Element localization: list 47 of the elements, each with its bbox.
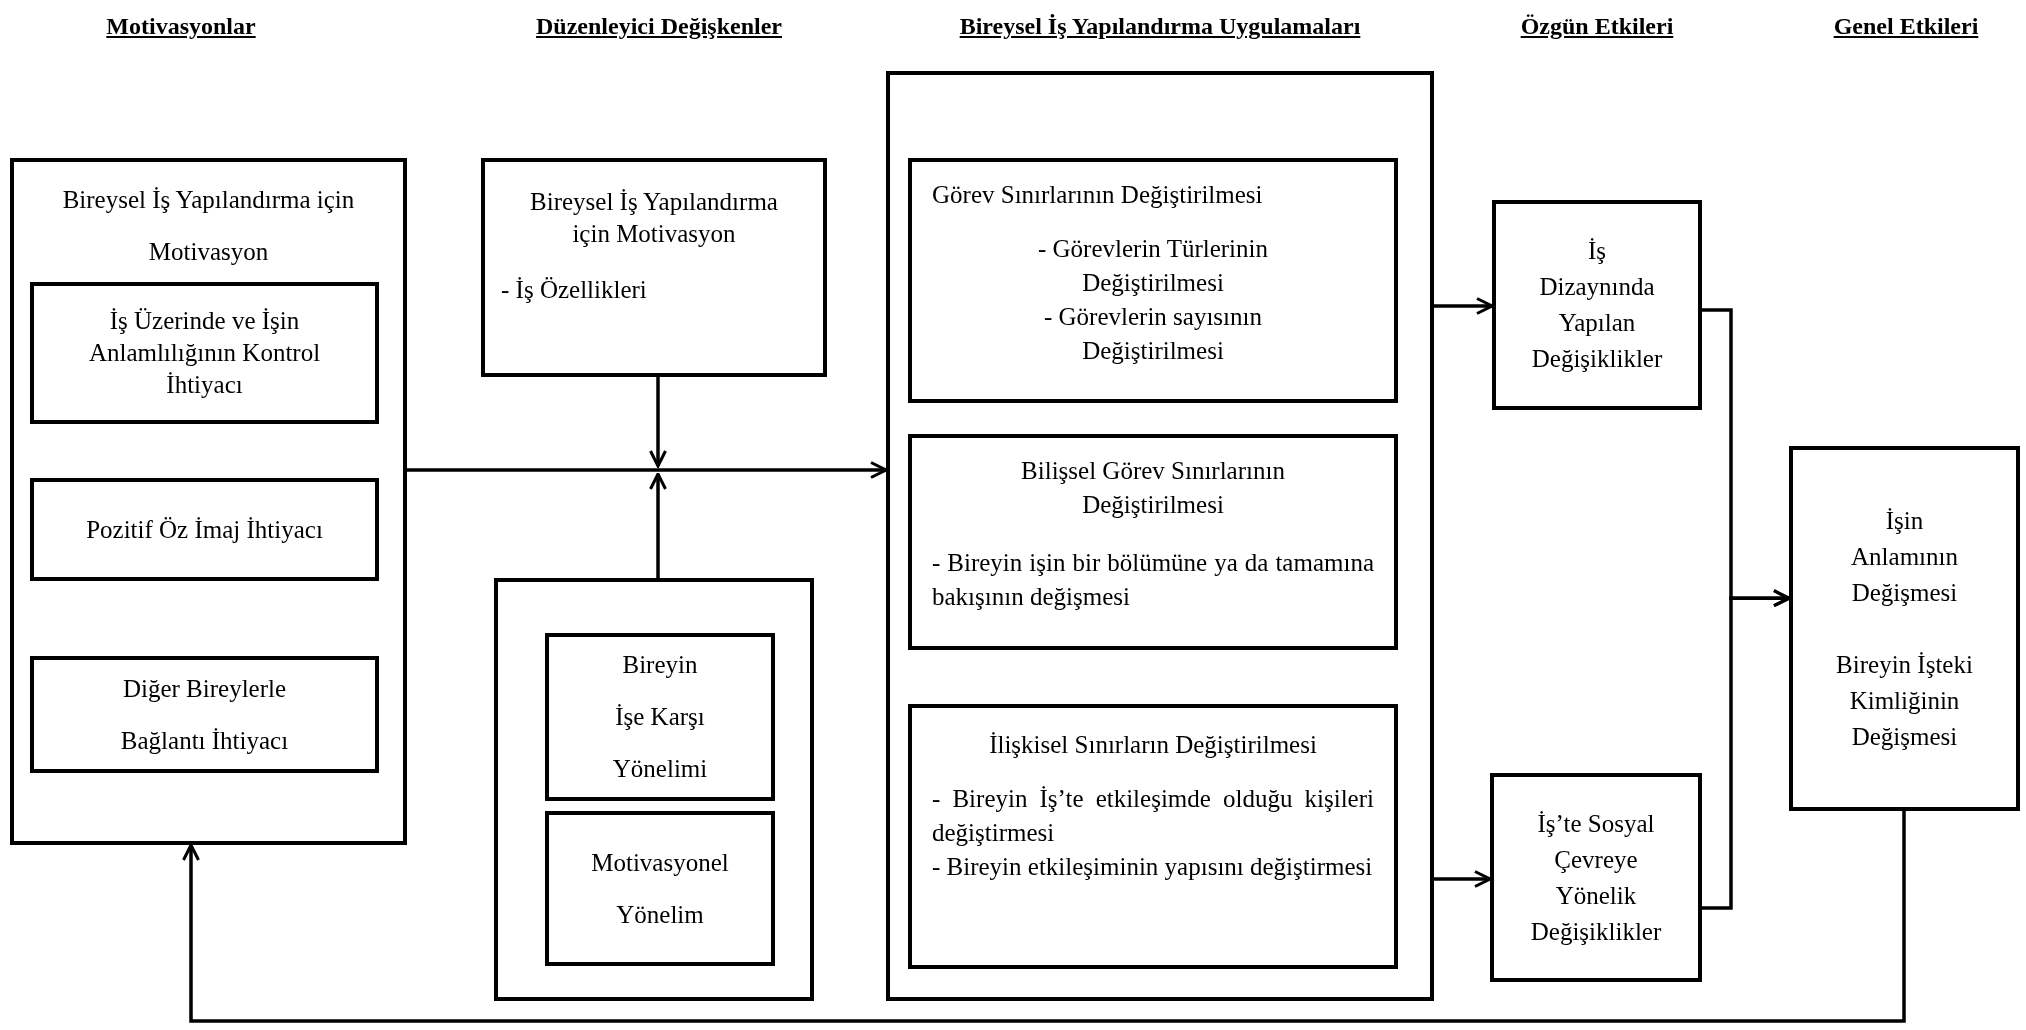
text-box bbox=[545, 633, 775, 801]
arrow bbox=[649, 472, 667, 578]
box-text: - İş Özellikleri bbox=[501, 275, 648, 305]
box-title: İş’te Sosyal Çevreye Yönelik Değişiklikler bbox=[1529, 808, 1663, 947]
box-title: Bilişsel Görev Sınırlarının Değiştirilmesi bbox=[1020, 456, 1286, 520]
text-box bbox=[481, 158, 827, 377]
text-box bbox=[908, 704, 1398, 969]
group-box bbox=[886, 71, 1434, 1001]
box-title: İş Üzerinde ve İşin Anlamlılığının Kontrol İhtiyacı bbox=[87, 306, 322, 400]
text-box bbox=[30, 478, 379, 581]
box-title: Pozitif Öz İmaj İhtiyacı bbox=[85, 514, 324, 545]
box-text: - Görevlerin Türlerinin Değiştirilmesi bbox=[1037, 234, 1269, 298]
text-box bbox=[30, 656, 379, 773]
box-text: - Görevlerin sayısının Değiştirilmesi bbox=[1043, 302, 1263, 366]
text-box bbox=[30, 282, 379, 424]
box-title: İlişkisel Sınırların Değiştirilmesi bbox=[988, 730, 1318, 760]
arrow bbox=[182, 811, 1906, 1023]
box-title: Diğer Bireylerle Bağlantı İhtiyacı bbox=[119, 673, 290, 756]
column-heading: Genel Etkileri bbox=[1833, 12, 1979, 41]
box-title: Bireysel İş Yapılandırma için Motivasyon bbox=[529, 187, 779, 249]
text-box bbox=[1789, 446, 2020, 811]
text-box bbox=[1490, 773, 1702, 982]
column-heading: Özgün Etkileri bbox=[1520, 12, 1674, 41]
group-box bbox=[494, 578, 814, 1001]
arrow bbox=[1434, 870, 1492, 888]
text-box bbox=[908, 158, 1398, 403]
box-title: Görev Sınırlarının Değiştirilmesi bbox=[932, 180, 1264, 210]
column-heading: Bireysel İş Yapılandırma Uygulamaları bbox=[959, 12, 1361, 41]
column-heading: Motivasyonlar bbox=[106, 12, 256, 41]
box-text: - Bireyin işin bir bölümüne ya da tamamına bakışının değişmesi bbox=[932, 548, 1374, 612]
box-title: Bireyin İşe Karşı Yönelimi bbox=[611, 650, 709, 784]
text-box bbox=[908, 434, 1398, 650]
box-title: İşin Anlamının Değişmesi bbox=[1850, 505, 1959, 608]
arrow bbox=[1434, 297, 1494, 315]
box-title: İş Dizaynında Yapılan Değişiklikler bbox=[1530, 236, 1664, 374]
box-text: - Bireyin etkileşiminin yapısını değiştirmesi bbox=[932, 852, 1374, 882]
box-title: Motivasyonel Yönelim bbox=[590, 847, 730, 930]
box-text: Bireyin İşteki Kimliğinin Değişmesi bbox=[1835, 649, 1974, 752]
text-box bbox=[545, 811, 775, 966]
arrow bbox=[407, 461, 888, 479]
box-text: - Bireyin İş’te etkileşimde olduğu kişileri değiştirmesi bbox=[932, 784, 1374, 848]
arrow bbox=[1702, 589, 1791, 910]
text-box bbox=[1492, 200, 1702, 410]
column-heading: Düzenleyici Değişkenler bbox=[536, 12, 782, 41]
arrow bbox=[649, 377, 667, 468]
text-box bbox=[10, 158, 407, 845]
box-title: Bireysel İş Yapılandırma için Motivasyon bbox=[61, 185, 356, 267]
